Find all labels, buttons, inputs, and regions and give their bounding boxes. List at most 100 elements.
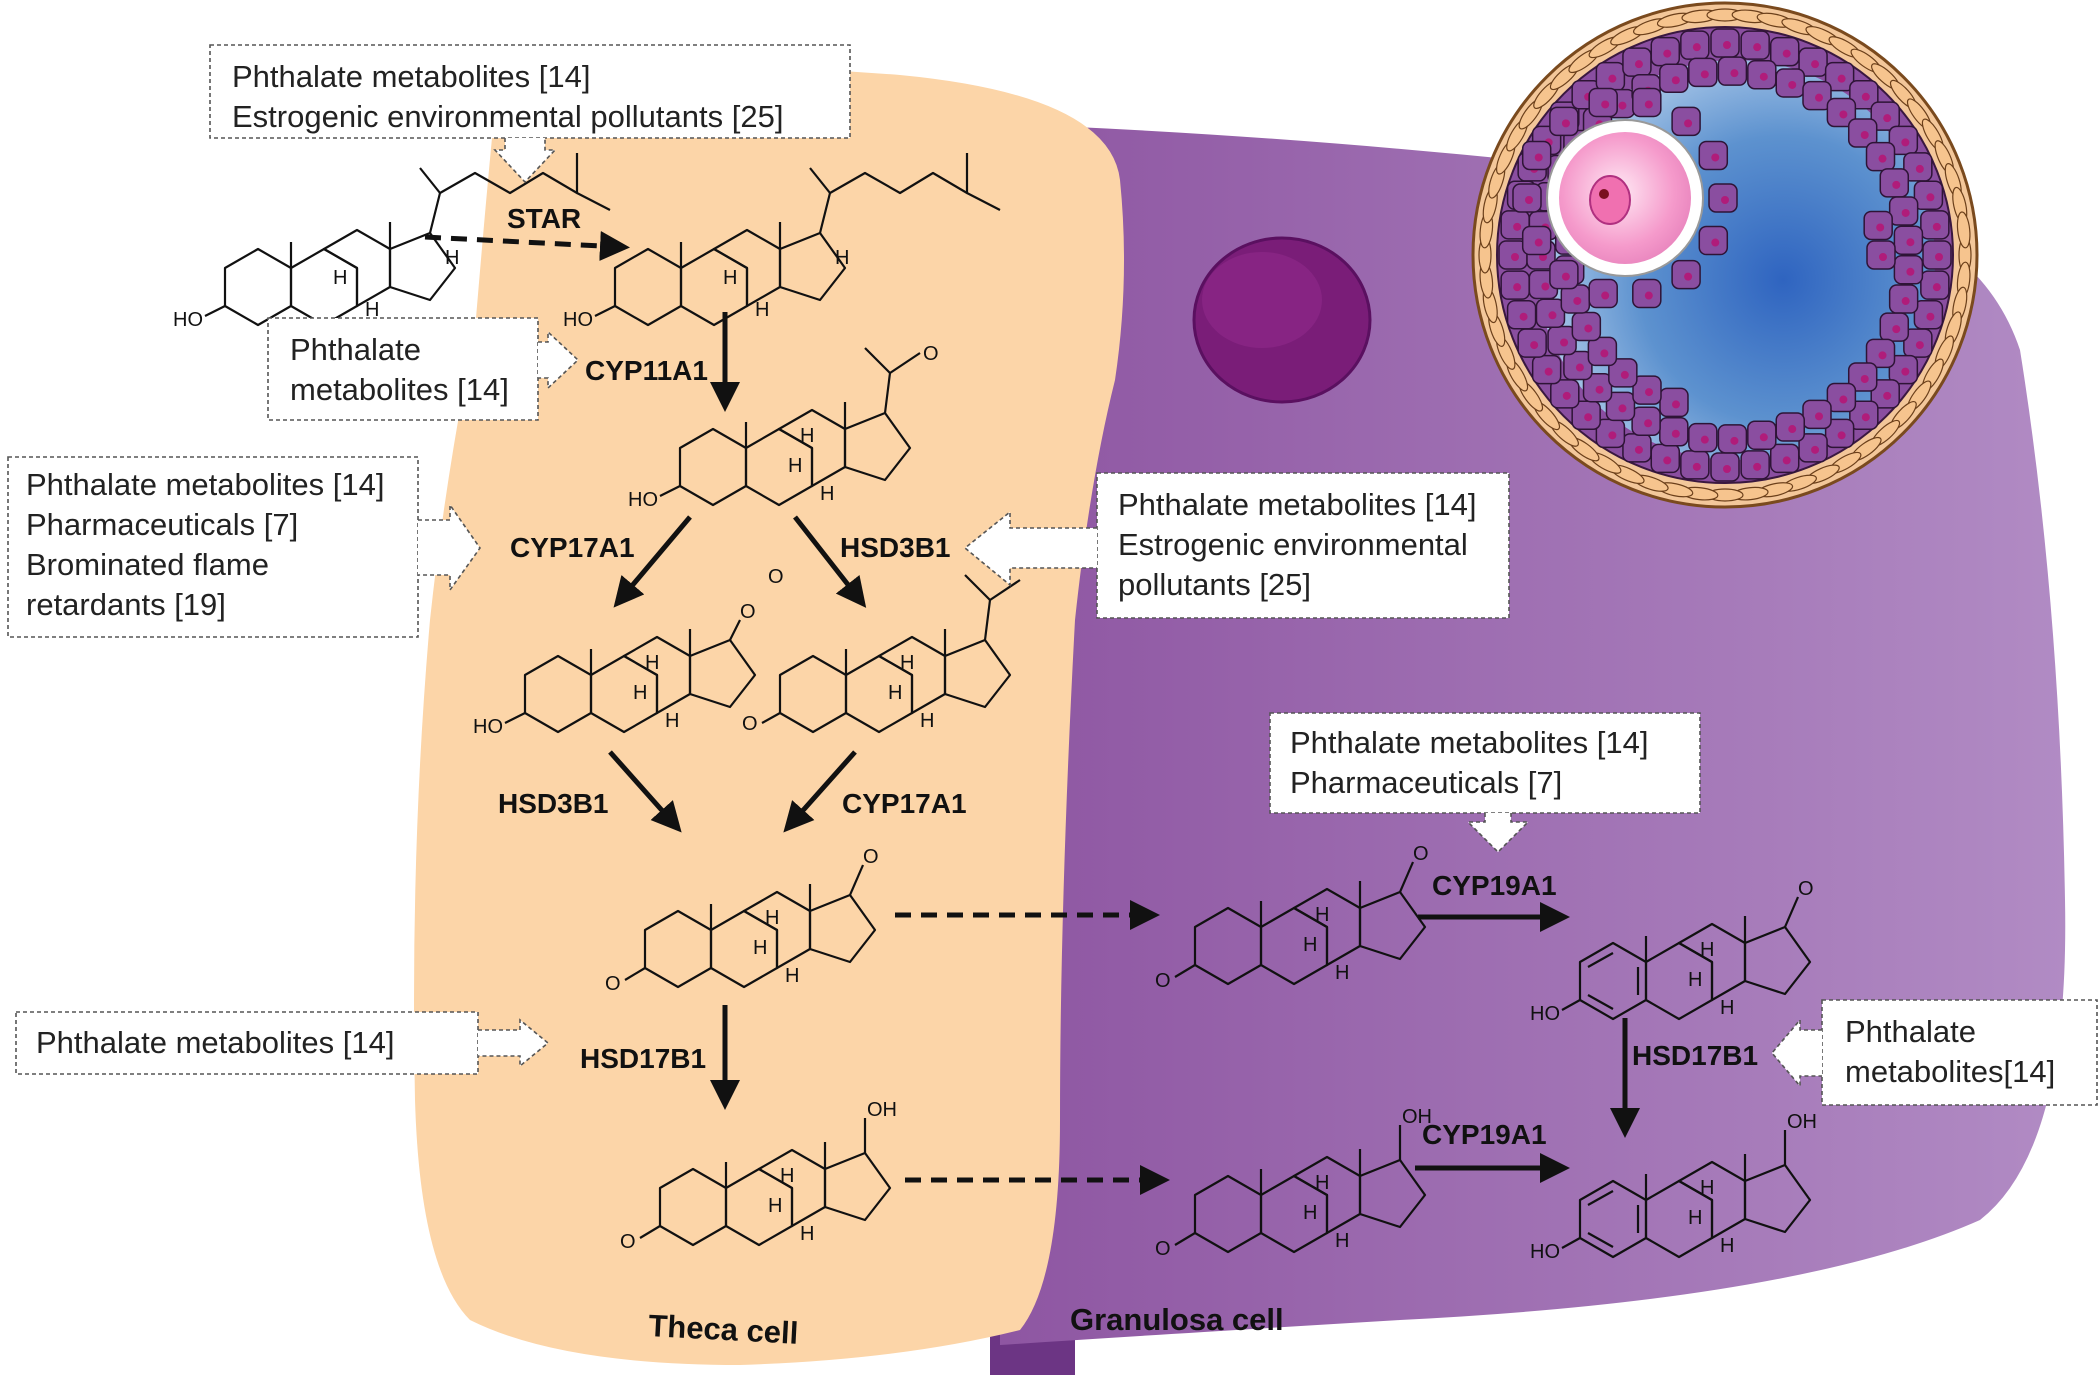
arrow-hsd3b1-left [608, 750, 682, 833]
theca-ring-cell [1956, 211, 1971, 249]
granulosa-cell-nucleus [1932, 283, 1941, 292]
granulosa-cell-nucleus [1892, 325, 1901, 334]
atom-label: O [923, 343, 939, 365]
granulosa-cell-nucleus [1601, 100, 1610, 109]
granulosa-cell-nucleus [1684, 119, 1693, 128]
atom-label: H [1688, 969, 1702, 991]
granulosa-cell-nucleus [1600, 349, 1609, 358]
arrow-star [424, 230, 630, 261]
atom-label: H [645, 652, 659, 674]
granulosa-cell-label: Granulosa cell [1070, 1302, 1284, 1337]
atom-label: O [1798, 878, 1814, 900]
granulosa-cell-nucleus [1511, 253, 1519, 261]
granulosa-cell-nucleus [1883, 391, 1892, 400]
granulosa-cell-nucleus [1837, 431, 1846, 440]
atom-label: H [333, 267, 347, 289]
granulosa-cell-nucleus [1878, 351, 1887, 360]
enzyme-star: STAR [507, 203, 581, 234]
granulosa-cell-nucleus [1692, 462, 1701, 471]
inhibitor-text: metabolites [14] [290, 372, 509, 407]
enzyme-hsd17b1-granulosa: HSD17B1 [1632, 1040, 1758, 1071]
inhibitor-box-cyp17a1: Phthalate metabolites [14] Pharmaceutica… [7, 456, 481, 638]
pregnenolone: O HO H H H [628, 343, 939, 511]
granulosa-cell-nucleus [1935, 253, 1943, 261]
atom-label: H [788, 455, 802, 477]
granulosa-cell-nucleus [1663, 49, 1672, 58]
granulosa-cell-nucleus [1644, 291, 1653, 300]
granulosa-cell-nucleus [1906, 267, 1915, 276]
atom-label: HO [1530, 1003, 1560, 1025]
granulosa-cell-nucleus [1723, 465, 1731, 473]
atom-label: O [742, 713, 758, 735]
granulosa-cell-nucleus [1671, 76, 1680, 85]
granulosa-cell-nucleus [1926, 312, 1935, 321]
granulosa-cell-nucleus [1548, 311, 1557, 320]
enzyme-cyp19a1-bottom: CYP19A1 [1422, 1119, 1547, 1150]
progesterone: O O H H H [742, 566, 1021, 735]
granulosa-cell-nucleus [1915, 341, 1924, 350]
atom-label: H [1700, 939, 1714, 961]
granulosa-cell-nucleus [1684, 272, 1693, 281]
granulosa-cell-nucleus [1561, 119, 1570, 128]
granulosa-cell-nucleus [1861, 92, 1870, 101]
granulosa-cell-nucleus [1878, 154, 1887, 163]
atom-label: H [753, 937, 767, 959]
atom-label: H [835, 247, 849, 269]
granulosa-cell-nucleus [1879, 253, 1887, 261]
atom-label: HO [173, 309, 203, 331]
arrow-cyp17a1-left [613, 515, 692, 608]
enzyme-cyp17a1-right: CYP17A1 [842, 788, 967, 819]
granulosa-cell-nucleus [1860, 375, 1869, 384]
inhibitor-box-cyp19a1: Phthalate metabolites [14] Pharmaceutica… [1269, 712, 1701, 854]
atom-label: H [780, 1165, 794, 1187]
enzyme-cyp17a1-left: CYP17A1 [510, 532, 635, 563]
inhibitor-text: Phthalate metabolites [14] [1290, 725, 1648, 760]
granulosa-cell-nucleus [1815, 412, 1823, 421]
atom-label: HO [473, 716, 503, 738]
atom-label: H [1335, 1230, 1349, 1252]
granulosa-cell-nucleus [1861, 413, 1870, 422]
granulosa-cell-nucleus [1892, 180, 1901, 189]
granulosa-cell-nucleus [1876, 223, 1885, 232]
granulosa-cell-nucleus [1837, 74, 1846, 83]
atom-label: H [920, 710, 934, 732]
granulosa-cell-nucleus [1759, 72, 1768, 81]
theca-cell [414, 60, 1124, 1365]
atom-label: OH [1787, 1111, 1817, 1133]
inhibitor-text: metabolites[14] [1845, 1054, 2055, 1089]
granulosa-cell-nucleus [1663, 456, 1672, 465]
atom-label: O [768, 566, 784, 588]
enzyme-cyp19a1-top: CYP19A1 [1432, 870, 1557, 901]
granulosa-cell-nucleus [1644, 419, 1653, 428]
atom-label: H [1688, 1207, 1702, 1229]
granulosa-cell-nucleus [1901, 138, 1910, 147]
inhibitor-text: retardants [19] [26, 587, 226, 622]
inhibitor-text: Phthalate [1845, 1014, 1976, 1049]
granulosa-cell-nucleus [1723, 41, 1731, 49]
granulosa-cell-nucleus [1788, 80, 1797, 89]
granulosa-cell-nucleus [1534, 153, 1543, 162]
atom-label: O [1155, 970, 1171, 992]
granulosa-cell-nucleus [1584, 413, 1593, 422]
granulosa-cell-nucleus [1575, 363, 1584, 372]
atom-label: O [620, 1231, 636, 1253]
atom-label: O [1413, 843, 1429, 865]
enzyme-cyp11a1: CYP11A1 [585, 355, 708, 386]
atom-label: H [900, 652, 914, 674]
inhibitor-text: Phthalate [290, 332, 421, 367]
atom-label: H [1720, 1235, 1734, 1257]
granulosa-cell-nucleus [1671, 429, 1680, 438]
atom-label: H [785, 965, 799, 987]
inhibitor-box-cyp11a1: Phthalate metabolites [14] [267, 317, 580, 421]
granulosa-cell-nucleus [1932, 222, 1941, 231]
cholesterol-inside: HO H H H [563, 153, 1001, 331]
granulosa-cell-nucleus [1671, 400, 1680, 409]
granulosa-cell-nucleus [1541, 282, 1550, 291]
estrone: O HO H H H [1530, 878, 1814, 1025]
granulosa-cell-nucleus [1700, 70, 1709, 79]
inhibitor-text: Phthalate metabolites [14] [26, 467, 384, 502]
granulosa-cell-nucleus [1815, 93, 1823, 102]
atom-label: O [740, 601, 756, 623]
granulosa-cell-nucleus [1519, 312, 1528, 321]
